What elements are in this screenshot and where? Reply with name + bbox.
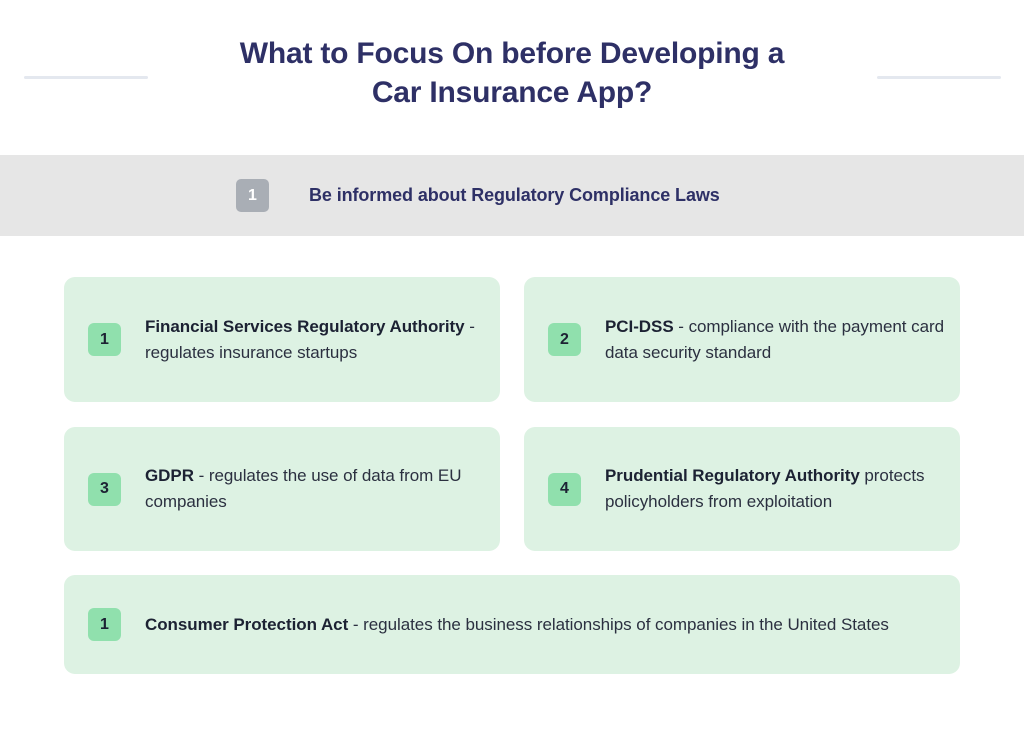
cards-row-3: 1 Consumer Protection Act - regulates th… (64, 575, 960, 674)
card-badge: 1 (88, 608, 121, 641)
card-badge: 1 (88, 323, 121, 356)
header-rule-right (877, 76, 1001, 79)
card-text-rest: - compliance with the payment card data … (605, 316, 944, 362)
cards-row-1: 1 Financial Services Regulatory Authorit… (64, 277, 960, 402)
card-item: 3 GDPR - regulates the use of data from … (64, 427, 500, 551)
card-text: Financial Services Regulatory Authority … (145, 314, 500, 366)
page-title-line-2: Car Insurance App? (371, 76, 653, 109)
card-text: Consumer Protection Act - regulates the … (145, 612, 889, 638)
card-text: PCI-DSS - compliance with the payment ca… (605, 314, 960, 366)
section-title: Be informed about Regulatory Compliance … (309, 185, 720, 205)
card-text-strong: GDPR (145, 466, 194, 485)
card-badge: 4 (548, 472, 581, 506)
card-text-rest: - regulates the use of data from EU comp… (145, 466, 462, 511)
card-text: GDPR - regulates the use of data from EU… (145, 463, 500, 515)
header-rule-left (24, 76, 148, 79)
card-text-rest: - regulates the business relationships o… (348, 614, 889, 634)
card-item: 4 Prudential Regulatory Authority protec… (524, 427, 960, 551)
page-header: What to Focus On before Developing a Car… (0, 0, 1024, 155)
card-text: Prudential Regulatory Authority protects… (605, 463, 960, 515)
card-text-strong: Consumer Protection Act (145, 614, 349, 634)
card-badge: 2 (548, 323, 581, 356)
section-badge: 1 (236, 179, 269, 212)
card-text-strong: Prudential Regulatory Authority (605, 466, 860, 485)
section-banner-content: 1 Be informed about Regulatory Complianc… (236, 179, 720, 212)
card-badge: 3 (88, 472, 121, 506)
card-text-rest: - regulates insurance startups (145, 316, 475, 362)
cards-grid: 1 Financial Services Regulatory Authorit… (64, 277, 960, 674)
card-text-strong: PCI-DSS (605, 316, 674, 336)
page-title: What to Focus On before Developing a Car… (0, 34, 1024, 112)
card-text-strong: Financial Services Regulatory Authority (145, 316, 465, 336)
card-item: 1 Financial Services Regulatory Authorit… (64, 277, 500, 402)
card-text-rest: protects policyholders from exploitation (605, 466, 925, 511)
section-banner: 1 Be informed about Regulatory Complianc… (0, 155, 1024, 236)
cards-row-2: 3 GDPR - regulates the use of data from … (64, 427, 960, 551)
page-title-line-1: What to Focus On before Developing a (239, 37, 785, 70)
card-item: 2 PCI-DSS - compliance with the payment … (524, 277, 960, 402)
card-item: 1 Consumer Protection Act - regulates th… (64, 575, 960, 674)
